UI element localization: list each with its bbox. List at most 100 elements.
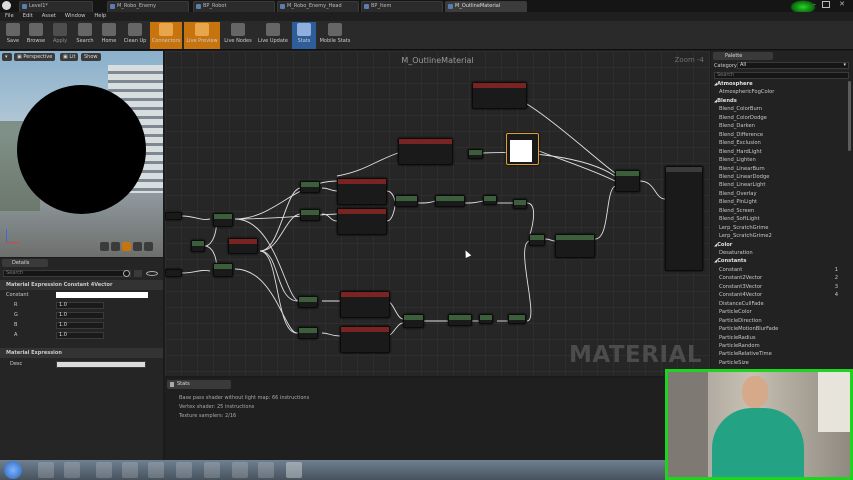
connectors-button[interactable]: Connectors — [150, 22, 182, 49]
palette-item[interactable]: ParticleColor — [719, 309, 752, 316]
close-button[interactable]: ✕ — [839, 0, 845, 8]
palette-item[interactable]: ParticleRandom — [719, 342, 760, 349]
live-preview-button[interactable]: Live Preview — [184, 22, 220, 49]
clean-up-button[interactable]: Clean Up — [121, 22, 149, 49]
lit-button[interactable]: ▣ Lit — [60, 53, 79, 61]
grid-view-icon[interactable] — [134, 270, 142, 277]
palette-item[interactable]: Blend_Overlay — [719, 190, 757, 197]
palette-item[interactable]: Blend_ColorBurn — [719, 106, 763, 113]
search-icon[interactable] — [123, 270, 130, 277]
palette-item[interactable]: Blend_LinearLight — [719, 182, 766, 189]
scene-texture-node-6[interactable] — [472, 82, 527, 109]
epic-games-icon[interactable] — [232, 462, 248, 478]
palette-item[interactable]: Blend_ColorDodge — [719, 114, 767, 121]
floor-node-low[interactable] — [508, 314, 526, 324]
tab-m-robo-enemy[interactable]: M_Robo_Enemy — [107, 1, 189, 12]
channel-r-input[interactable]: 1.0 — [56, 302, 104, 309]
menu-asset[interactable]: Asset — [41, 13, 56, 19]
palette-item[interactable]: AtmosphericFogColor — [719, 89, 775, 96]
desc-input[interactable] — [56, 361, 146, 368]
viewport-options-button[interactable]: ▾ — [2, 53, 12, 61]
palette-search-input[interactable]: Search — [714, 72, 849, 79]
channel-g-input[interactable]: 1.0 — [56, 312, 104, 319]
palette-item[interactable]: Blend_Exclusion — [719, 140, 761, 147]
media-player-icon[interactable] — [64, 462, 80, 478]
add-node-mid[interactable] — [395, 195, 418, 207]
app-green-icon[interactable] — [204, 462, 220, 478]
eye-icon[interactable] — [146, 271, 158, 276]
constant-node[interactable] — [191, 240, 205, 252]
browse-button[interactable]: Browse — [24, 22, 48, 49]
show-button[interactable]: Show — [81, 53, 101, 61]
scene-texture-node-5[interactable] — [398, 138, 453, 165]
cube-preview-icon[interactable] — [133, 242, 142, 251]
palette-category[interactable]: ◢Atmosphere — [714, 81, 753, 87]
clamp-node[interactable] — [555, 234, 595, 258]
scene-texture-node-2[interactable] — [337, 208, 387, 235]
palette-item[interactable]: Blend_Darken — [719, 123, 755, 130]
stats-button[interactable]: Stats — [292, 22, 316, 49]
add-node-top[interactable] — [300, 181, 320, 193]
menu-edit[interactable]: Edit — [22, 13, 33, 19]
teapot-preview-icon[interactable] — [144, 242, 153, 251]
maximize-button[interactable] — [822, 1, 830, 8]
channel-a-input[interactable]: 1.0 — [56, 332, 104, 339]
live-nodes-button[interactable]: Live Nodes — [222, 22, 254, 49]
palette-item[interactable]: Blend_SoftLight — [719, 216, 760, 223]
texcoord-node-2[interactable] — [165, 269, 182, 277]
live-update-button[interactable]: Live Update — [256, 22, 290, 49]
mobile-stats-button[interactable]: Mobile Stats — [318, 22, 352, 49]
tab-bp-item[interactable]: BP_Item — [361, 1, 443, 12]
scene-texture-node-1[interactable] — [337, 178, 387, 205]
constant-color-swatch[interactable] — [56, 292, 148, 298]
abs-node-low[interactable] — [479, 314, 493, 324]
save-button[interactable]: Save — [2, 22, 24, 49]
subtract-node-top[interactable] — [300, 209, 320, 221]
divide-node-low[interactable] — [448, 314, 472, 326]
palette-item[interactable]: Constant3Vector — [719, 283, 763, 290]
palette-item[interactable]: Desaturation — [719, 250, 753, 256]
result-node[interactable] — [665, 166, 703, 271]
section-material-expression[interactable]: Material Expression — [0, 348, 163, 358]
ceil-node[interactable] — [468, 149, 483, 159]
menu-file[interactable]: File — [5, 13, 14, 19]
add-node-low[interactable] — [403, 314, 424, 328]
add-node-merge[interactable] — [529, 234, 545, 246]
game-controller-icon[interactable] — [148, 462, 164, 478]
start-button[interactable] — [4, 461, 22, 479]
firefox-icon[interactable] — [258, 462, 274, 478]
palette-item[interactable]: Blend_Lighten — [719, 157, 756, 164]
lerp-node[interactable] — [615, 170, 640, 192]
tab-bp-robot[interactable]: BP_Robot — [193, 1, 275, 12]
append-node-1[interactable] — [213, 213, 233, 227]
palette-item[interactable]: Blend_HardLight — [719, 148, 762, 155]
blender-icon[interactable] — [176, 462, 192, 478]
palette-item[interactable]: Blend_LinearBurn — [719, 165, 765, 172]
details-search-input[interactable]: Search — [3, 270, 131, 277]
details-tab[interactable]: Details — [2, 259, 48, 267]
palette-item[interactable]: DistanceCullFade — [719, 300, 764, 307]
palette-item[interactable]: Blend_PinLight — [719, 199, 758, 206]
palette-item[interactable]: Blend_Difference — [719, 131, 764, 138]
perspective-button[interactable]: ▣ Perspective — [14, 53, 56, 61]
unreal-engine-icon[interactable] — [286, 462, 302, 478]
preview-viewport[interactable]: ▾ ▣ Perspective ▣ Lit Show — [0, 51, 163, 257]
menu-help[interactable]: Help — [94, 13, 107, 19]
texcoord-node[interactable] — [165, 212, 182, 220]
category-select[interactable]: All▾ — [737, 62, 849, 69]
abs-node-mid[interactable] — [483, 195, 497, 205]
palette-item[interactable]: Blend_LinearDodge — [719, 173, 770, 180]
window-icon[interactable] — [122, 462, 138, 478]
material-graph[interactable]: M_OutlineMaterial Zoom -4 — [165, 51, 710, 376]
subtract-node-bottom[interactable] — [298, 327, 318, 339]
tab-m-robo-enemy-head[interactable]: M_Robo_Enemy_Head — [277, 1, 359, 12]
palette-item[interactable]: ParticleRadius — [719, 334, 756, 341]
palette-item[interactable]: ParticleDirection — [719, 317, 762, 324]
unreal-logo-icon[interactable] — [2, 1, 11, 10]
search-button[interactable]: Search — [73, 22, 97, 49]
scene-texel-size-node[interactable] — [228, 238, 258, 254]
palette-item[interactable]: Constant2Vector — [719, 275, 763, 282]
palette-category[interactable]: ◢Constants — [714, 258, 747, 265]
constant-4vector-node[interactable] — [506, 133, 539, 165]
menu-window[interactable]: Window — [64, 13, 86, 19]
